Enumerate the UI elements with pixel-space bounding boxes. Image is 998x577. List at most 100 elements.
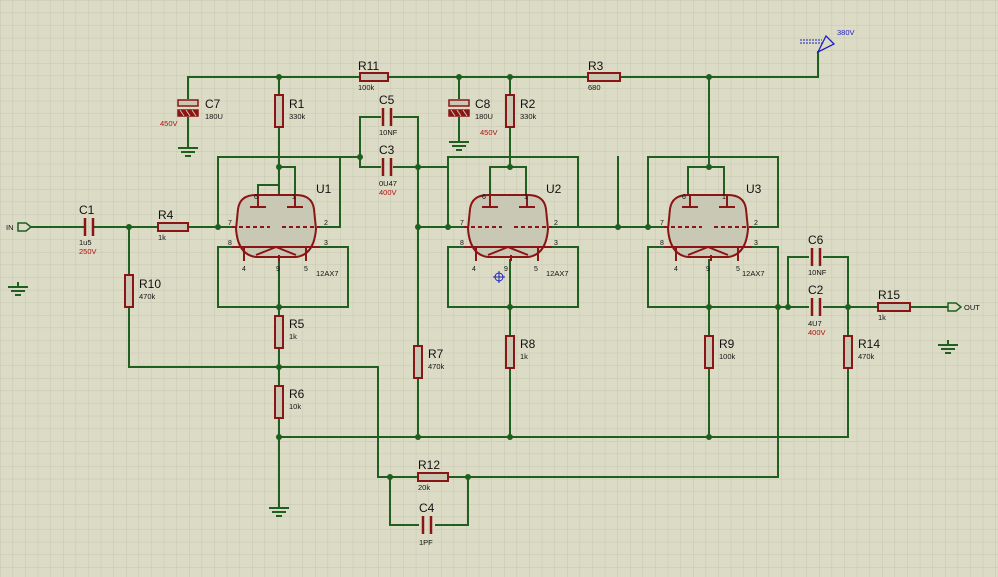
capacitor-c4-ref: C4: [419, 501, 435, 515]
input-terminal[interactable]: IN: [6, 222, 33, 232]
tube-u3-pin: 7: [660, 220, 664, 227]
tube-u1-pin: 4: [242, 266, 246, 273]
capacitor-c5-ref: C5: [379, 93, 395, 107]
resistor-r12[interactable]: R11 100k: [358, 59, 389, 92]
tube-u3-pin: 8: [660, 240, 664, 247]
resistor-r4[interactable]: R4 1k: [157, 208, 189, 242]
capacitor-c2-voltage: 400V: [808, 328, 826, 337]
capacitor-c7-ref: C7: [205, 97, 221, 111]
capacitor-c8-ref: C8: [475, 97, 491, 111]
capacitor-c2[interactable]: C2 4U7 400V: [808, 283, 826, 337]
tube-u1-pin: 6: [254, 194, 258, 201]
resistor-r9[interactable]: R9 100k: [704, 335, 736, 369]
resistor-r6[interactable]: R6 10k: [274, 385, 305, 419]
capacitor-c5[interactable]: C5 10NF: [379, 93, 398, 137]
resistor-r12-ref: R11: [358, 59, 379, 73]
resistor-r8[interactable]: R8 1k: [505, 335, 536, 369]
output-terminal-label: OUT: [964, 303, 980, 312]
resistor-r8-value: 1k: [520, 352, 528, 361]
capacitor-c6[interactable]: C6 10NF: [808, 233, 827, 277]
tube-u3-pin: 5: [736, 266, 740, 273]
tube-u3-pin: 2: [754, 220, 758, 227]
resistor-r15[interactable]: R15 1k: [877, 288, 911, 322]
tube-u1-pin: 3: [324, 240, 328, 247]
capacitor-c4-value: 1PF: [419, 538, 433, 547]
resistor-r9-value: 100k: [719, 352, 736, 361]
output-terminal[interactable]: OUT: [947, 302, 980, 312]
tube-u2-pin: 7: [460, 220, 464, 227]
resistor-r10-ref: R10: [139, 277, 161, 291]
resistor-r11-value: 20k: [418, 483, 430, 492]
capacitor-c7-voltage: 450V: [160, 119, 178, 128]
resistor-r6-value: 10k: [289, 402, 301, 411]
capacitor-c1-ref: C1: [79, 203, 95, 217]
ground-symbol: [449, 140, 469, 151]
tube-u2-type: 12AX7: [546, 269, 569, 278]
capacitor-c4[interactable]: C4 1PF: [419, 501, 435, 547]
tube-u3-pin: 9: [706, 266, 710, 273]
capacitor-c7-value: 180U: [205, 112, 223, 121]
resistor-r11-ref: R12: [418, 458, 440, 472]
resistor-r1[interactable]: R1 330k: [274, 94, 306, 128]
resistor-r5-value: 1k: [289, 332, 297, 341]
tube-u1-pin: 5: [304, 266, 308, 273]
tube-u3-pin: 4: [674, 266, 678, 273]
capacitor-c8[interactable]: C8 180U 450V: [448, 97, 498, 137]
tube-u1-ref: U1: [316, 182, 332, 196]
tube-u1-pin: 1: [292, 194, 296, 201]
resistor-r15-value: 1k: [878, 313, 886, 322]
capacitor-c3-voltage: 400V: [379, 188, 397, 197]
resistor-r2-ref: R2: [520, 97, 536, 111]
resistor-r7-ref: R7: [428, 347, 444, 361]
resistor-r4-value: 1k: [158, 233, 166, 242]
tube-u2-pin: 1: [524, 194, 528, 201]
tube-u3-type: 12AX7: [742, 269, 765, 278]
capacitor-c5-value: 10NF: [379, 128, 398, 137]
resistor-r7[interactable]: R7 470k: [413, 345, 445, 379]
tube-u1-pin: 9: [276, 266, 280, 273]
resistor-r7-value: 470k: [428, 362, 445, 371]
ground-symbol: [269, 505, 289, 517]
supply-voltage-label: 380V: [837, 28, 855, 37]
input-terminal-label: IN: [6, 223, 14, 232]
resistor-r10[interactable]: R10 470k: [124, 274, 161, 308]
tube-u3-pin: 3: [754, 240, 758, 247]
resistor-r1-value: 330k: [289, 112, 306, 121]
capacitor-c6-value: 10NF: [808, 268, 827, 277]
capacitor-c6-ref: C6: [808, 233, 824, 247]
tube-u2-pin: 8: [460, 240, 464, 247]
resistor-r11[interactable]: R12 20k: [417, 458, 449, 492]
resistor-r3[interactable]: R3 680: [587, 59, 621, 92]
resistor-r5[interactable]: R5 1k: [274, 315, 305, 349]
capacitor-c2-ref: C2: [808, 283, 824, 297]
capacitor-c8-value: 180U: [475, 112, 493, 121]
supply-terminal[interactable]: 380V: [800, 28, 855, 54]
resistor-r4-ref: R4: [158, 208, 174, 222]
tube-u2-pin: 2: [554, 220, 558, 227]
junction-dots: [126, 74, 851, 480]
capacitor-c8-voltage: 450V: [480, 128, 498, 137]
resistor-r5-ref: R5: [289, 317, 305, 331]
tube-u1[interactable]: 6 1 7 2 8 3 4 9 5 U1 12AX7: [228, 182, 339, 278]
resistor-r2[interactable]: R2 330k: [505, 94, 537, 128]
capacitor-c1[interactable]: C1 1u5 250V: [79, 203, 97, 256]
resistor-r6-ref: R6: [289, 387, 305, 401]
tube-u3[interactable]: 6 1 7 2 8 3 4 9 5 U3 12AX7: [660, 182, 765, 278]
tube-u1-pin: 8: [228, 240, 232, 247]
capacitor-c7[interactable]: C7 180U 450V: [160, 97, 223, 128]
resistor-r2-value: 330k: [520, 112, 537, 121]
resistor-r3-ref: R3: [588, 59, 604, 73]
tube-u3-pin: 6: [682, 194, 686, 201]
resistor-r12-value: 100k: [358, 83, 375, 92]
capacitor-c3[interactable]: C3 0U47 400V: [379, 143, 397, 197]
resistor-r14-value: 470k: [858, 352, 875, 361]
tube-u2[interactable]: 6 1 7 2 8 3 4 9 5 U2 12AX7: [460, 182, 569, 283]
ground-symbol: [178, 146, 198, 157]
wires: [29, 51, 949, 526]
tube-u1-type: 12AX7: [316, 269, 339, 278]
tube-u1-pin: 2: [324, 220, 328, 227]
resistor-r9-ref: R9: [719, 337, 735, 351]
resistor-r14[interactable]: R14 470k: [843, 335, 880, 369]
